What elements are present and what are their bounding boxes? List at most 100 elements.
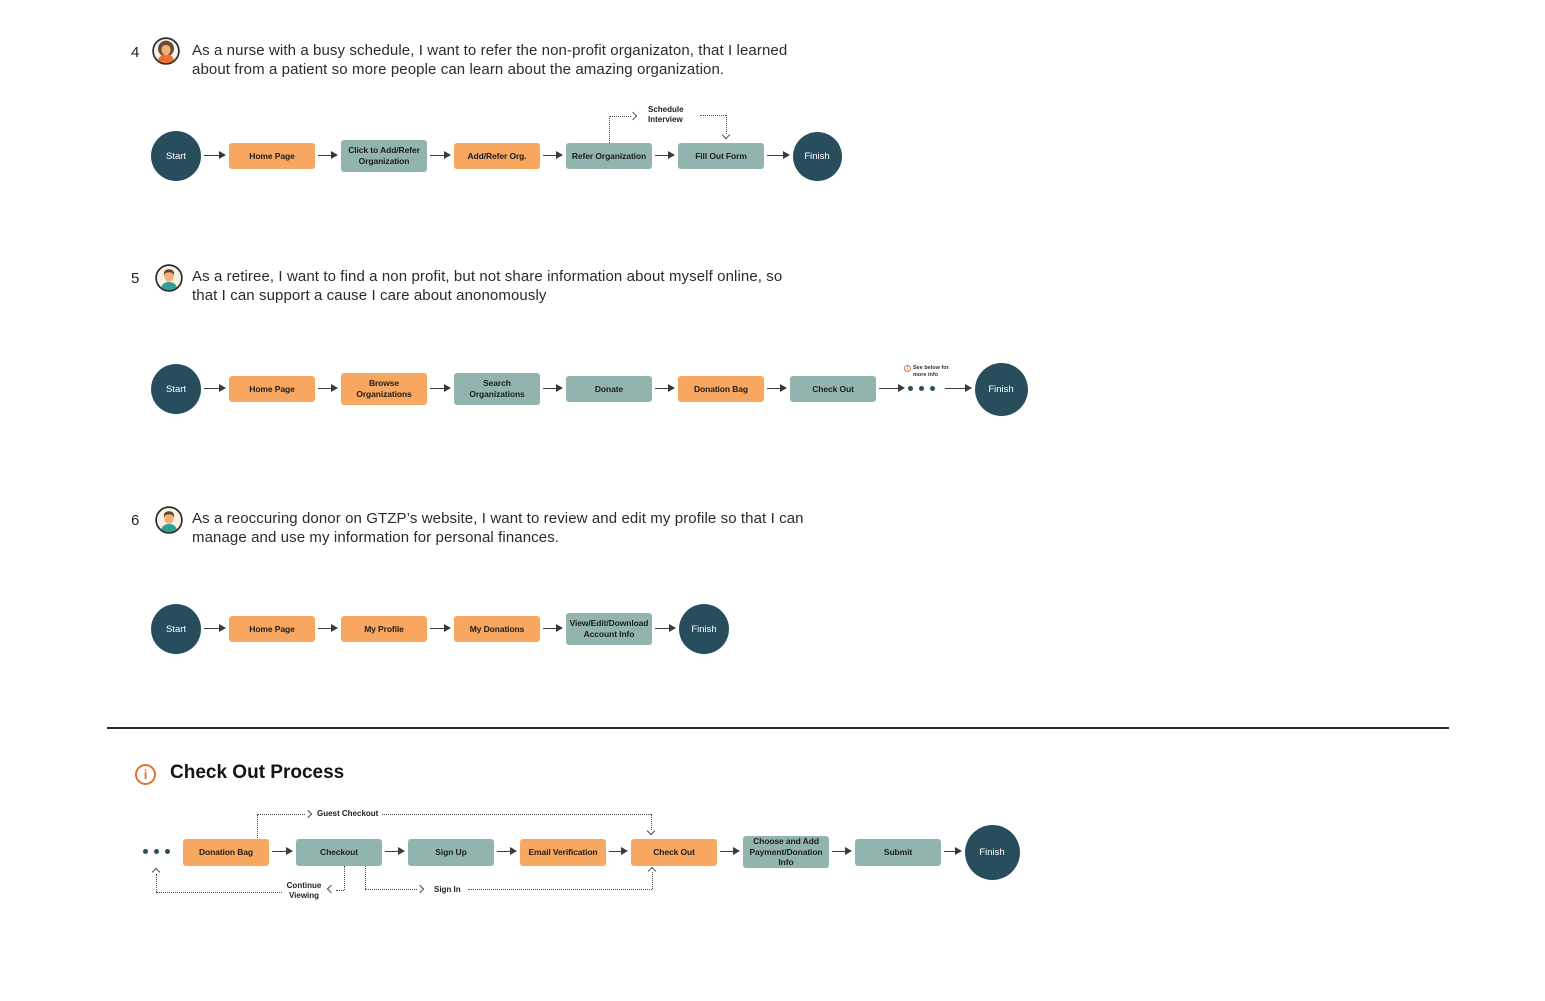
flow-arrow [272, 846, 293, 855]
flow-arrow [430, 383, 451, 392]
flow-arrow [655, 383, 675, 392]
flow-arrow [318, 623, 338, 632]
arrowhead-right-icon [630, 113, 636, 119]
continue-viewing-label: Continue Viewing [286, 881, 322, 900]
flow-step-sign-up[interactable]: Sign Up [408, 838, 494, 866]
dotted-connector [365, 889, 417, 890]
flow-arrow [609, 846, 628, 855]
flow-arrow [543, 383, 563, 392]
flow-step-choose-and-add-payment-donation-info[interactable]: Choose and Add Payment/Donation Info [743, 836, 829, 868]
flow-step-check-out[interactable]: Check Out [790, 376, 876, 402]
dotted-connector [257, 814, 258, 838]
flow-start-node[interactable]: Start [151, 364, 201, 414]
story-line: manage and use my information for person… [192, 528, 560, 546]
dotted-connector [609, 116, 610, 143]
arrowhead-up-icon [649, 868, 655, 874]
flow-step-click-to-add-refer-organization[interactable]: Click to Add/Refer Organization [341, 140, 427, 172]
flow-arrow [543, 623, 563, 632]
flow-arrow [655, 623, 676, 632]
story-text: As a nurse with a busy schedule, I want … [192, 42, 787, 79]
dotted-connector [156, 892, 282, 893]
flow-arrow [204, 150, 226, 159]
dotted-connector [382, 814, 651, 815]
flow-start-node[interactable]: Start [151, 131, 201, 181]
flow-step-check-out[interactable]: Check Out [631, 838, 717, 866]
ellipsis-dots [143, 849, 170, 854]
dotted-connector [726, 115, 727, 134]
dotted-connector [156, 874, 157, 892]
dotted-connector [257, 814, 305, 815]
flow-start-node[interactable]: Start [151, 604, 201, 654]
flow-step-browse-organizations[interactable]: Browse Organizations [341, 373, 427, 405]
flow-step-donation-bag[interactable]: Donation Bag [678, 376, 764, 402]
flow-arrow [720, 846, 740, 855]
flow-arrow [497, 846, 517, 855]
flow-step-home-page[interactable]: Home Page [229, 143, 315, 169]
dotted-connector [651, 814, 652, 830]
flow-arrow [385, 846, 405, 855]
arrowhead-down-icon [723, 132, 729, 138]
flow-step-refer-organization[interactable]: Refer Organization [566, 143, 652, 169]
flow-step-search-organizations[interactable]: Search Organizations [454, 373, 540, 405]
story-line: that I can support a cause I care about … [192, 286, 547, 304]
dotted-connector [652, 872, 653, 889]
arrowhead-right-icon [305, 811, 311, 817]
arrowhead-down-icon [648, 828, 654, 834]
flow-step-home-page[interactable]: Home Page [229, 376, 315, 402]
info-icon: i [135, 764, 156, 785]
dotted-connector [700, 115, 726, 116]
flow-arrow [945, 383, 972, 392]
story-line: As a reoccuring donor on GTZP’s website,… [192, 510, 804, 527]
schedule-interview-label: Schedule Interview [648, 105, 684, 124]
story-line: As a nurse with a busy schedule, I want … [192, 42, 788, 59]
dotted-connector [336, 890, 344, 891]
male-donor-avatar-icon [155, 506, 183, 534]
dotted-connector [344, 866, 345, 890]
flow-step-my-donations[interactable]: My Donations [454, 616, 540, 642]
flow-step-donation-bag[interactable]: Donation Bag [183, 838, 269, 866]
flow-finish-node[interactable]: Finish [964, 824, 1020, 880]
flow-finish-node[interactable]: Finish [792, 131, 842, 181]
flow-arrow [767, 150, 790, 159]
flow-arrow [879, 383, 905, 392]
flow-step-email-verification[interactable]: Email Verification [520, 838, 606, 866]
story-number: 4 [131, 44, 140, 61]
section-divider [107, 727, 1449, 729]
female-nurse-avatar-icon [152, 37, 180, 65]
story-line: As a retiree, I want to find a non profi… [192, 268, 783, 285]
story-number: 6 [131, 512, 140, 529]
dotted-connector [468, 889, 652, 890]
flow-step-checkout[interactable]: Checkout [296, 838, 382, 866]
arrowhead-up-icon [153, 869, 159, 875]
arrowhead-left-icon [328, 886, 334, 892]
flow-arrow [944, 846, 962, 855]
flow-step-donate[interactable]: Donate [566, 376, 652, 402]
flow-step-fill-out-form[interactable]: Fill Out Form [678, 143, 764, 169]
flow-finish-node[interactable]: Finish [974, 362, 1028, 416]
flow-finish-node[interactable]: Finish [679, 604, 729, 654]
story-text: As a reoccuring donor on GTZP’s website,… [192, 510, 804, 547]
story-line: about from a patient so more people can … [192, 60, 725, 78]
flow-step-home-page[interactable]: Home Page [229, 616, 315, 642]
guest-checkout-label: Guest Checkout [317, 809, 379, 818]
flow-step-add-refer-org[interactable]: Add/Refer Org. [454, 143, 540, 169]
flow-arrow [318, 383, 338, 392]
flow-arrow [543, 150, 563, 159]
dotted-connector [609, 116, 631, 117]
flow-arrow [767, 383, 787, 392]
dotted-connector [365, 866, 366, 889]
flow-arrow [430, 623, 451, 632]
arrowhead-right-icon [417, 886, 423, 892]
flow-arrow [204, 623, 226, 632]
checkout-section-title: Check Out Process [170, 762, 345, 783]
flow-arrow [832, 846, 852, 855]
flow-step-submit[interactable]: Submit [855, 838, 941, 866]
male-retiree-avatar-icon [155, 264, 183, 292]
sign-in-label: Sign In [434, 885, 461, 894]
flow-step-view-edit-download-account-info[interactable]: View/Edit/Download Account Info [566, 613, 652, 645]
info-icon: i [904, 365, 911, 372]
story-number: 5 [131, 270, 140, 287]
see-below-note: See below for more info [913, 365, 949, 378]
flow-step-my-profile[interactable]: My Profile [341, 616, 427, 642]
